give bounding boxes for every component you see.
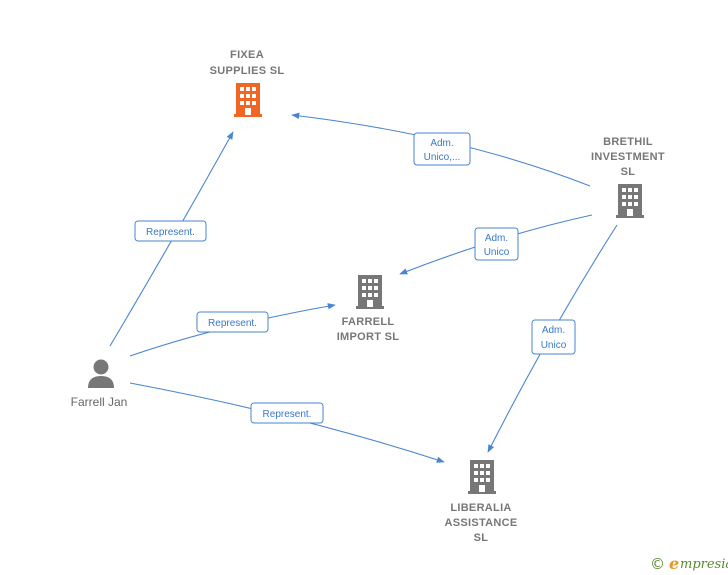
edge-label-line: Represent. — [146, 227, 195, 238]
edge-label-line: Represent. — [208, 318, 257, 329]
edge-label-represent-fixea[interactable]: Represent. — [134, 220, 207, 242]
node-label-line: SUPPLIES SL — [210, 65, 285, 77]
edge-label-represent-farrell-import[interactable]: Represent. — [196, 311, 269, 333]
node-farrell-jan[interactable]: Farrell Jan — [71, 359, 128, 410]
node-brethil-investment[interactable]: BRETHIL INVESTMENT SL — [591, 136, 665, 218]
edge-label-adm-unico-farrell-import[interactable]: Adm. Unico — [474, 227, 519, 261]
node-label-line: BRETHIL — [603, 136, 653, 148]
brand-logo: © e mpresia — [650, 554, 728, 573]
node-label-line: FARRELL — [342, 316, 395, 328]
node-label-line: SL — [474, 532, 489, 544]
edge-jan-fixea — [109, 131, 234, 347]
node-liberalia-assistance[interactable]: LIBERALIA ASSISTANCE SL — [444, 460, 517, 544]
node-label-line: SL — [621, 166, 636, 178]
brand-initial: e — [669, 554, 679, 573]
building-icon — [616, 184, 644, 218]
edge-label-line: Adm. — [430, 138, 453, 149]
building-icon — [234, 83, 262, 117]
node-fixea-supplies[interactable]: FIXEA SUPPLIES SL — [210, 49, 285, 117]
edge-label-line: Unico — [541, 340, 567, 351]
node-label-line: INVESTMENT — [591, 151, 665, 163]
node-label-line: LIBERALIA — [450, 502, 511, 514]
node-label-line: IMPORT SL — [337, 331, 400, 343]
brand-name: mpresia — [680, 557, 728, 572]
building-icon — [356, 275, 384, 309]
edge-label-line: Unico — [484, 247, 510, 258]
node-label-line: Farrell Jan — [71, 395, 128, 409]
node-farrell-import[interactable]: FARRELL IMPORT SL — [337, 275, 400, 343]
edge-label-line: Adm. — [485, 233, 508, 244]
edge-label-represent-liberalia[interactable]: Represent. — [250, 402, 324, 424]
edge-label-line: Represent. — [263, 409, 312, 420]
node-label-line: FIXEA — [230, 49, 264, 61]
copyright-symbol: © — [650, 555, 665, 573]
edge-label-adm-unico-liberalia[interactable]: Adm. Unico — [531, 319, 576, 355]
node-label-line: ASSISTANCE — [444, 517, 517, 529]
edge-label-line: Unico,... — [424, 152, 461, 163]
person-icon — [88, 359, 114, 388]
building-icon — [468, 460, 496, 494]
edge-label-line: Adm. — [542, 325, 565, 336]
edge-label-adm-unico-fixea[interactable]: Adm. Unico,... — [413, 132, 471, 166]
